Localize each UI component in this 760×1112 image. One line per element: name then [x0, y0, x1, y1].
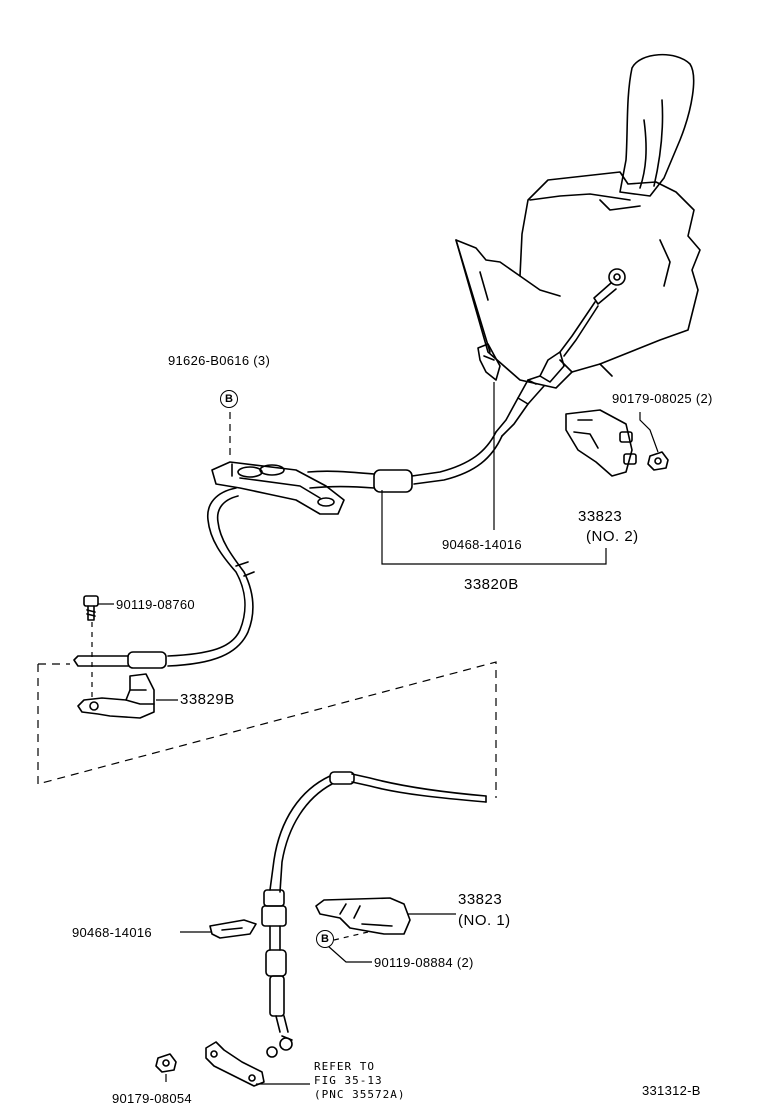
label-retainer-no1-part: 33823 [458, 891, 503, 908]
badge-b-lower: B [316, 930, 334, 948]
note-refer-line1: REFER TO [314, 1060, 375, 1073]
retainer-no1 [315, 897, 411, 935]
label-retainer-no1-qual: (NO. 1) [458, 912, 511, 929]
bracket-plate [211, 461, 345, 515]
clamp-33829b [77, 673, 155, 719]
nut-90179-08054 [155, 1053, 177, 1073]
cable-lower [269, 771, 487, 893]
label-clip-lower: 90468-14016 [72, 925, 152, 940]
cable-upper-end [495, 268, 626, 437]
shift-housing [455, 171, 701, 389]
cable-loop [73, 487, 255, 669]
figure-id: 331312-B [642, 1083, 701, 1098]
label-stud-bolt: 91626-B0616 (3) [168, 353, 271, 368]
lever-bracket [205, 1041, 265, 1087]
label-retainer-no2-part: 33823 [578, 508, 623, 525]
cable-lower-end [261, 889, 293, 1058]
leader-lines [37, 382, 659, 1085]
note-refer-line3: (PNC 35572A) [314, 1088, 406, 1101]
label-nut-upper: 90179-08025 (2) [612, 391, 713, 406]
label-clip-upper: 90468-14016 [442, 537, 522, 552]
label-retainer-no2-qual: (NO. 2) [586, 528, 639, 545]
retainer-no2 [565, 409, 637, 477]
label-bolt-clamp: 90119-08760 [116, 597, 195, 612]
label-cable-assembly: 33820B [464, 576, 519, 593]
clip-upper [477, 343, 501, 381]
label-nut-lower: 90179-08054 [112, 1091, 192, 1106]
badge-b-upper: B [220, 390, 238, 408]
nut-90179-08025 [647, 451, 669, 471]
note-refer-line2: FIG 35-13 [314, 1074, 383, 1087]
clip-lower [209, 919, 257, 939]
label-bolt-lower: 90119-08884 (2) [374, 955, 474, 970]
cable-upper-run [307, 431, 503, 493]
shift-lever [619, 53, 695, 197]
label-clamp: 33829B [180, 691, 235, 708]
bolt-90119-08760 [83, 595, 99, 621]
